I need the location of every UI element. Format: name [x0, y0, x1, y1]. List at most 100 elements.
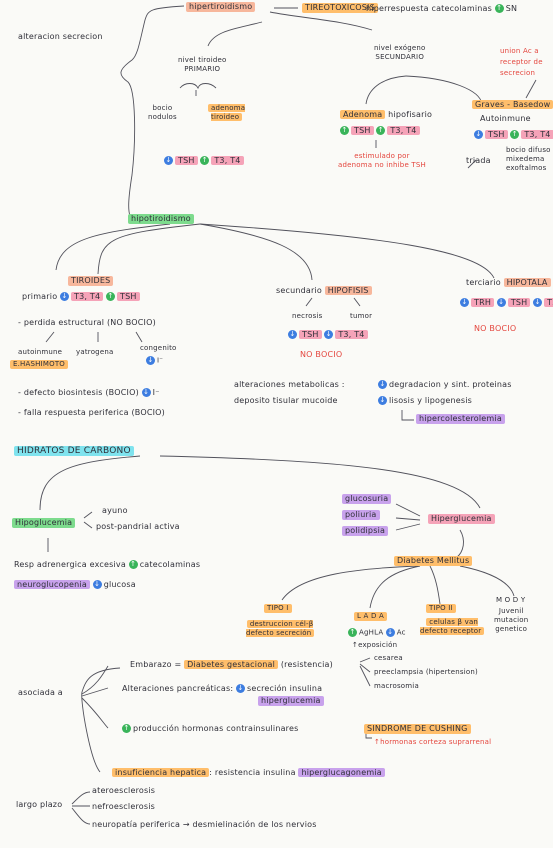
bocio-nodulos-label: bocio nodulos [148, 104, 177, 121]
secundario-hormonas-hipo: ↓TSH ↓T3, T4 [288, 330, 368, 340]
necrosis-label: necrosis [292, 312, 323, 320]
postprandial-label: post-pandrial activa [96, 522, 180, 531]
alteraciones-metabolicas: alteraciones metabolicas : [234, 380, 345, 389]
hidratos-title: HIDRATOS DE CARBONO [14, 446, 134, 456]
neuropatia-label: neuropatía periferica → desmielinación d… [92, 820, 317, 829]
tipo2-label: TIPO II [426, 604, 456, 613]
diabetes-mellitus-label: Diabetes Mellitus [394, 556, 473, 566]
asociada-label: asociada a [18, 688, 63, 697]
preeclampsia-label: preeclampsia (hipertension) [374, 668, 478, 676]
graves-hormonas: ↓TSH ↑T3, T4 [474, 130, 553, 140]
arrow-up-icon: ↑ [122, 724, 131, 733]
arrow-down-icon: ↓ [288, 330, 297, 339]
nivel-primario-label: nivel tiroideo PRIMARIO [178, 56, 227, 73]
hashimoto-label: E.HASHIMOTO [10, 360, 69, 369]
insuficiencia-row: insuficiencia hepatica: resistencia insu… [112, 768, 385, 778]
macrosomia-label: macrosomia [374, 682, 419, 690]
adenoma-tiroideo-label: adenoma tiroideo [208, 104, 246, 122]
no-bocio-2: NO BOCIO [300, 350, 343, 359]
hiperrespuesta-label: hiperrespuesta catecolaminas ↑SN [366, 4, 518, 13]
arrow-down-icon: ↓ [496, 298, 506, 307]
arrow-up-icon: ↑ [510, 130, 520, 139]
hipotiroidismo-label: hipotiroidismo [128, 214, 194, 224]
ateroesclerosis-label: ateroesclerosis [92, 786, 156, 795]
arrow-down-icon: ↓ [141, 388, 151, 397]
arrow-down-icon: ↓ [474, 130, 483, 139]
mody-label: M O D Y [496, 596, 526, 604]
falla-respuesta: - falla respuesta periferica (BOCIO) [18, 408, 165, 417]
arrow-down-icon: ↓ [385, 628, 395, 637]
tipo2-desc: celulas β van defecto receptor [420, 618, 485, 636]
cushing-label: SINDROME DE CUSHING [364, 724, 471, 734]
lisosis-label: ↓lisosis y lipogenesis [378, 396, 473, 405]
neuroglucopenia-row: neuroglucopenia ↓glucosa [14, 580, 136, 590]
arrow-down-icon: ↓ [92, 580, 102, 589]
congenito-label: congenito [140, 344, 177, 352]
tipo1-label: TIPO I [264, 604, 292, 613]
hipo-primario-row: primario ↓T3, T4 ↑TSH [22, 292, 140, 302]
hipo-secundario: secundario HIPOFISIS [276, 286, 372, 296]
resp-adrenergica: Resp adrenergica excesiva ↑catecolaminas [14, 560, 201, 569]
triada-label: triada [466, 156, 491, 165]
nefroesclerosis-label: nefroesclerosis [92, 802, 156, 811]
arrow-up-icon: ↑ [106, 292, 116, 301]
hipoglucemia-label: Hipoglucemia [12, 518, 76, 528]
hormonas-corteza: ↑hormonas corteza suprarrenal [374, 738, 492, 746]
embarazo-row: Embarazo = Diabetes gestacional (resiste… [130, 660, 333, 669]
secundario-hormonas: ↑TSH ↑T3, T4 [340, 126, 420, 136]
hipo-terciario: terciario HIPOTALA [466, 278, 551, 288]
nivel-secundario-label: nivel exógeno SECUNDARIO [374, 44, 426, 61]
tiroides-label: TIROIDES [68, 276, 114, 286]
lada-desc: ↑AgHLA ↓Ac [348, 628, 406, 637]
graves-label: Graves - Basedow [472, 100, 553, 110]
tireotoxicosis-label: TIREOTOXICOSIS [302, 3, 378, 13]
arrow-down-icon: ↓ [324, 330, 334, 339]
triada-items: bocio difuso mixedema exoftalmos [506, 146, 551, 172]
lada-label: L A D A [354, 612, 387, 621]
arrow-down-icon: ↓ [533, 298, 543, 307]
alteraciones-pancreaticas: Alteraciones pancreáticas: ↓secreción in… [122, 684, 323, 693]
primario-hormonas: ↓TSH ↑T3, T4 [164, 156, 244, 166]
tipo1-desc: destruccion cél-β defecto secreción [246, 620, 315, 637]
cesarea-label: cesarea [374, 654, 403, 662]
tumor-label: tumor [350, 312, 373, 320]
arrow-up-icon: ↑ [128, 560, 138, 569]
arrow-up-icon: ↑ [494, 4, 504, 13]
iodo-label: ↓I⁻ [146, 356, 164, 365]
glucosuria-label: glucosuria [342, 494, 392, 504]
deposito-label: deposito tisular mucoide [234, 396, 338, 405]
degradacion-label: ↓degradacion y sint. proteinas [378, 380, 512, 389]
autoinmune-label: autoinmune [18, 348, 63, 356]
largo-plazo-label: largo plazo [16, 800, 63, 809]
ayuno-label: ayuno [102, 506, 128, 515]
mody-desc: Juvenil mutacion genetico [494, 607, 529, 633]
hiperglucemia-label: Hiperglucemia [428, 514, 495, 524]
arrow-up-icon: ↑ [200, 156, 210, 165]
arrow-down-icon: ↓ [378, 396, 387, 405]
lada-exposicion: ↑exposición [352, 641, 398, 649]
arrow-down-icon: ↓ [460, 298, 469, 307]
union-ac-label: union Ac a receptor de secrecion [500, 47, 543, 77]
yatrogena-label: yatrogena [76, 348, 114, 356]
arrow-up-icon: ↑ [340, 126, 349, 135]
defecto-biosintesis: - defecto biosintesis (BOCIO) ↓I⁻ [18, 388, 160, 397]
perdida-estructural: - perdida estructural (NO BOCIO) [18, 318, 156, 327]
arrow-down-icon: ↓ [164, 156, 173, 165]
arrow-down-icon: ↓ [146, 356, 155, 365]
arrow-down-icon: ↓ [378, 380, 387, 389]
hipercolesterolemia-label: hipercolesterolemia [416, 414, 505, 424]
poliuria-label: poliuria [342, 510, 380, 520]
arrow-down-icon: ↓ [60, 292, 70, 301]
arrow-up-icon: ↑ [348, 628, 357, 637]
no-bocio-3: NO BOCIO [474, 324, 517, 333]
arrow-up-icon: ↑ [376, 126, 386, 135]
polidipsia-label: polidipsia [342, 526, 389, 536]
alteracion-secrecion-label: alteracion secrecion [18, 32, 103, 41]
hiperglucemia-pancr: hiperglucemia [258, 696, 324, 706]
estimulado-label: estimulado por adenoma no inhibe TSH [338, 152, 426, 169]
arrow-down-icon: ↓ [236, 684, 246, 693]
hipertiroidismo-label: hipertiroidismo [186, 2, 256, 12]
produccion-hormonas: ↑producción hormonas contrainsulinares [122, 724, 299, 733]
terciario-hormonas: ↓TRH ↓TSH ↓T3, T [460, 298, 553, 308]
